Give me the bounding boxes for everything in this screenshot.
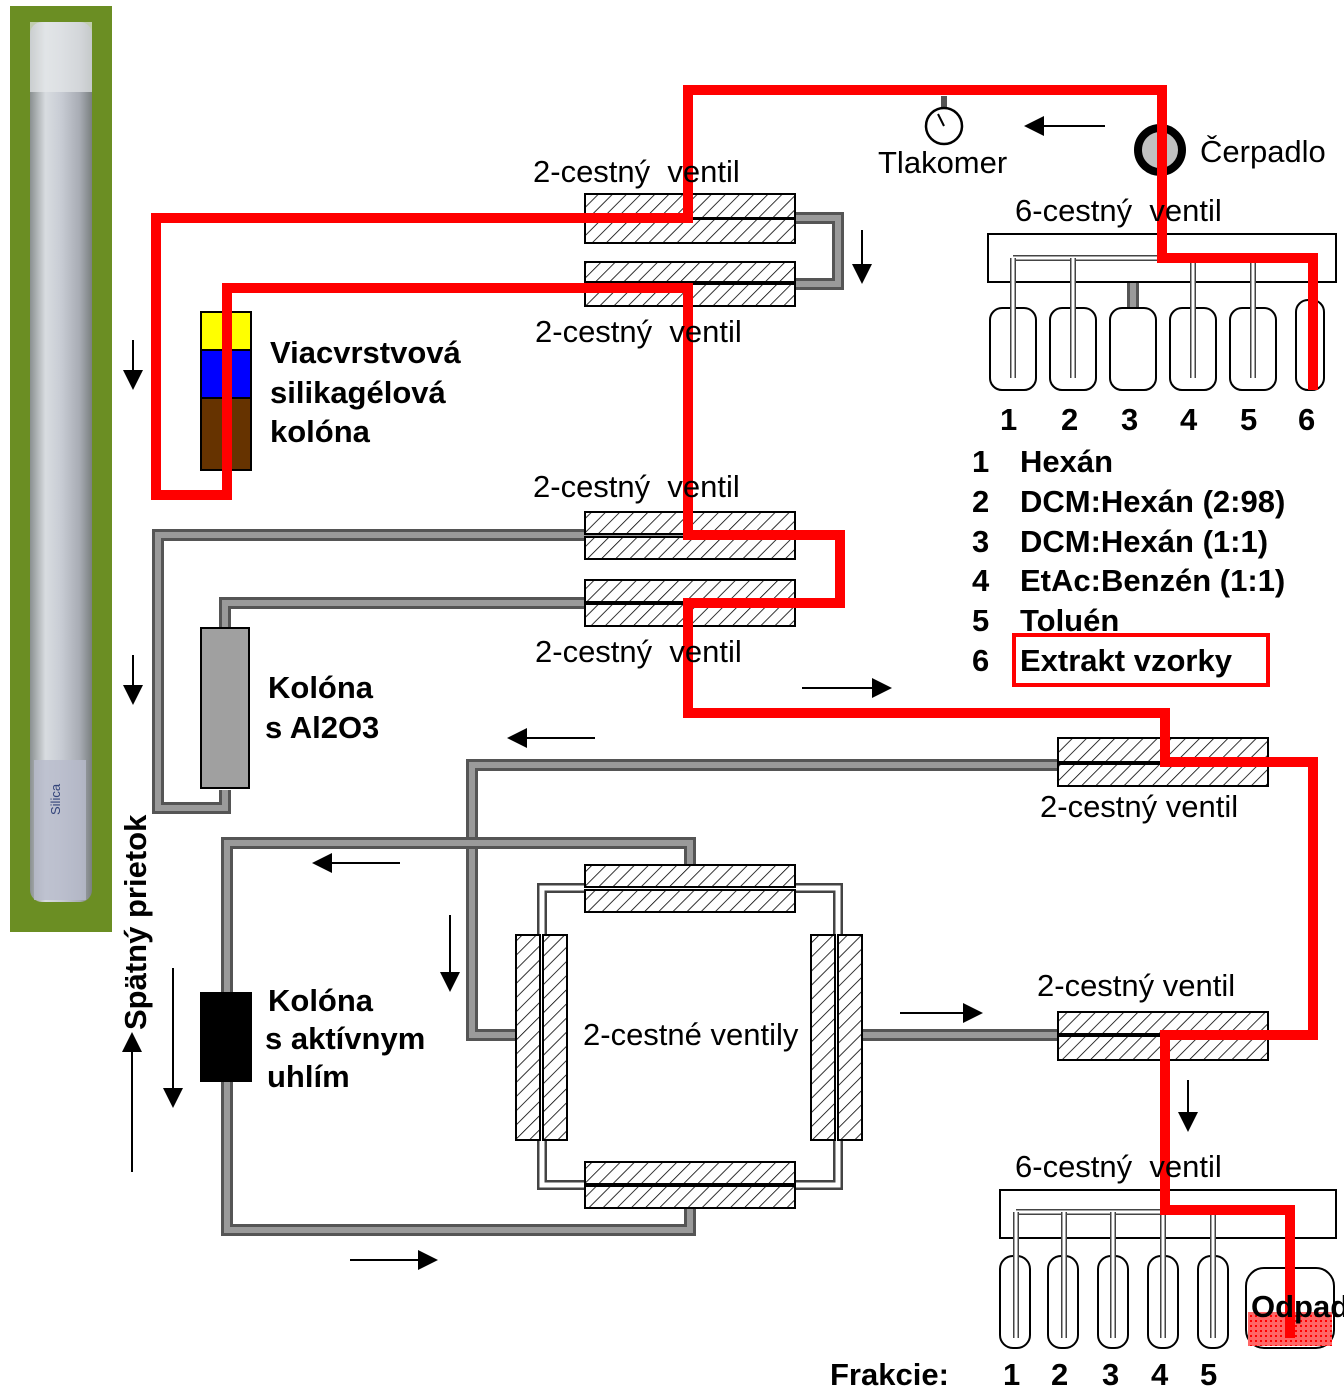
six-way-label: 6-cestný ventil [1015, 1149, 1222, 1184]
alumina-label: s Al2O3 [265, 710, 379, 745]
solvent-name: DCM:Hexán (1:1) [1020, 524, 1268, 559]
arrow-up-icon [122, 1032, 142, 1172]
valve-label: 2-cestný ventil [533, 469, 740, 504]
carbon-column [201, 993, 251, 1081]
fractions-label: Frakcie: [830, 1357, 949, 1391]
backflow-label: Spätný prietok [118, 814, 153, 1030]
solvent-name: EtAc:Benzén (1:1) [1020, 563, 1285, 598]
pressure-gauge-icon [926, 96, 962, 144]
carbon-label: s aktívnym [265, 1021, 425, 1056]
valve-label: 2-cestný ventil [533, 154, 740, 189]
valve-square-bottom[interactable] [585, 1162, 795, 1184]
fraction-number: 3 [1102, 1357, 1119, 1391]
valve-square-left[interactable] [516, 935, 540, 1140]
fraction-number: 5 [1200, 1357, 1217, 1391]
six-way-label: 6-cestný ventil [1015, 193, 1222, 228]
reservoir-number: 3 [1121, 402, 1138, 437]
silica-label: silikagélová [270, 375, 447, 410]
solvent-num: 1 [972, 444, 989, 479]
valve-label: 2-cestný ventil [535, 314, 742, 349]
carbon-label: Kolóna [268, 983, 374, 1018]
solvent-name: DCM:Hexán (2:98) [1020, 484, 1285, 519]
reservoir-number: 5 [1240, 402, 1257, 437]
valve-label: 2-cestný ventil [1040, 789, 1238, 824]
alumina-label: Kolóna [268, 670, 374, 705]
arrow-left-icon [312, 853, 400, 873]
valve-square-right[interactable] [811, 935, 835, 1140]
solvent-name: Toluén [1020, 603, 1119, 638]
fraction-number: 1 [1003, 1357, 1020, 1391]
solvent-num: 4 [972, 563, 990, 598]
arrow-down-icon [163, 968, 183, 1108]
solvent-num: 6 [972, 643, 989, 678]
pump-label: Čerpadlo [1200, 134, 1326, 169]
valve-2[interactable] [585, 262, 795, 282]
waste-label: Odpad [1251, 1289, 1344, 1324]
arrow-down-icon [1178, 1080, 1198, 1132]
reservoir-number: 4 [1180, 402, 1198, 437]
solvent-name: Extrakt vzorky [1020, 643, 1233, 678]
gauge-label: Tlakomer [878, 145, 1007, 180]
solvent-num: 3 [972, 524, 989, 559]
reservoir-number: 2 [1061, 402, 1078, 437]
square-valves-label: 2-cestné ventily [583, 1017, 799, 1052]
arrow-right-icon [900, 1003, 983, 1023]
solvent-name: Hexán [1020, 444, 1113, 479]
arrow-down-icon [123, 340, 143, 390]
fraction-number: 4 [1151, 1357, 1169, 1391]
valve-square-top[interactable] [585, 865, 795, 887]
carbon-label: uhlím [267, 1059, 350, 1094]
svg-text:Silica: Silica [48, 783, 63, 815]
arrow-down-icon [852, 230, 872, 284]
reservoir-number: 1 [1000, 402, 1017, 437]
valve-label: 2-cestný ventil [535, 634, 742, 669]
fraction-number: 2 [1051, 1357, 1068, 1391]
arrow-left-icon [1024, 116, 1105, 136]
solvent-num: 5 [972, 603, 989, 638]
solvent-num: 2 [972, 484, 989, 519]
arrow-down-icon [440, 915, 460, 992]
silica-label: Viacvrstvová [270, 335, 461, 370]
column-photo: Silica [10, 6, 112, 932]
valve-label: 2-cestný ventil [1037, 968, 1235, 1003]
arrow-right-icon [802, 678, 892, 698]
silica-label: kolóna [270, 414, 371, 449]
arrow-left-icon [507, 728, 595, 748]
reservoir-number: 6 [1298, 402, 1315, 437]
arrow-right-icon [350, 1250, 438, 1270]
alumina-column [201, 628, 249, 788]
arrow-down-icon [123, 655, 143, 705]
